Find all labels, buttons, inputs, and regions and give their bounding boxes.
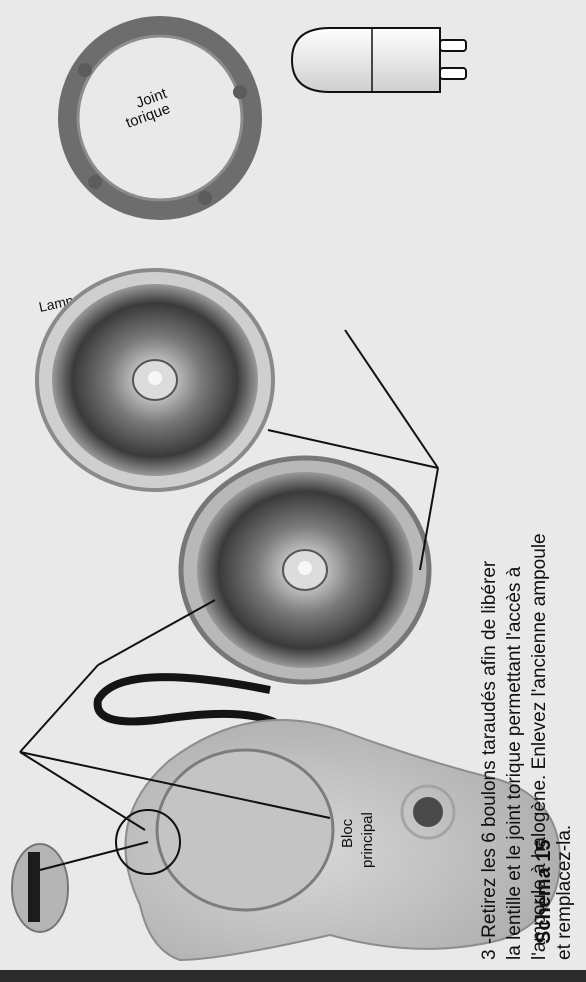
halogen-bulb-illustration (292, 28, 466, 92)
bottom-rule (0, 970, 586, 982)
lens-assembly-illustration (181, 458, 429, 682)
lamp-reflector-illustration (37, 270, 273, 490)
instruction-line-2: la lentille et le joint torique permetta… (504, 566, 525, 960)
main-body-label-line1: Bloc (339, 818, 356, 848)
figure-label: Schéma 15 (533, 839, 555, 944)
instruction-line-1: 3 -Retirez les 6 boulons taraudés afin d… (479, 560, 500, 960)
instruction-line-4: et remplacez-la. (554, 825, 575, 960)
main-body-label-line2: principal (359, 812, 376, 868)
